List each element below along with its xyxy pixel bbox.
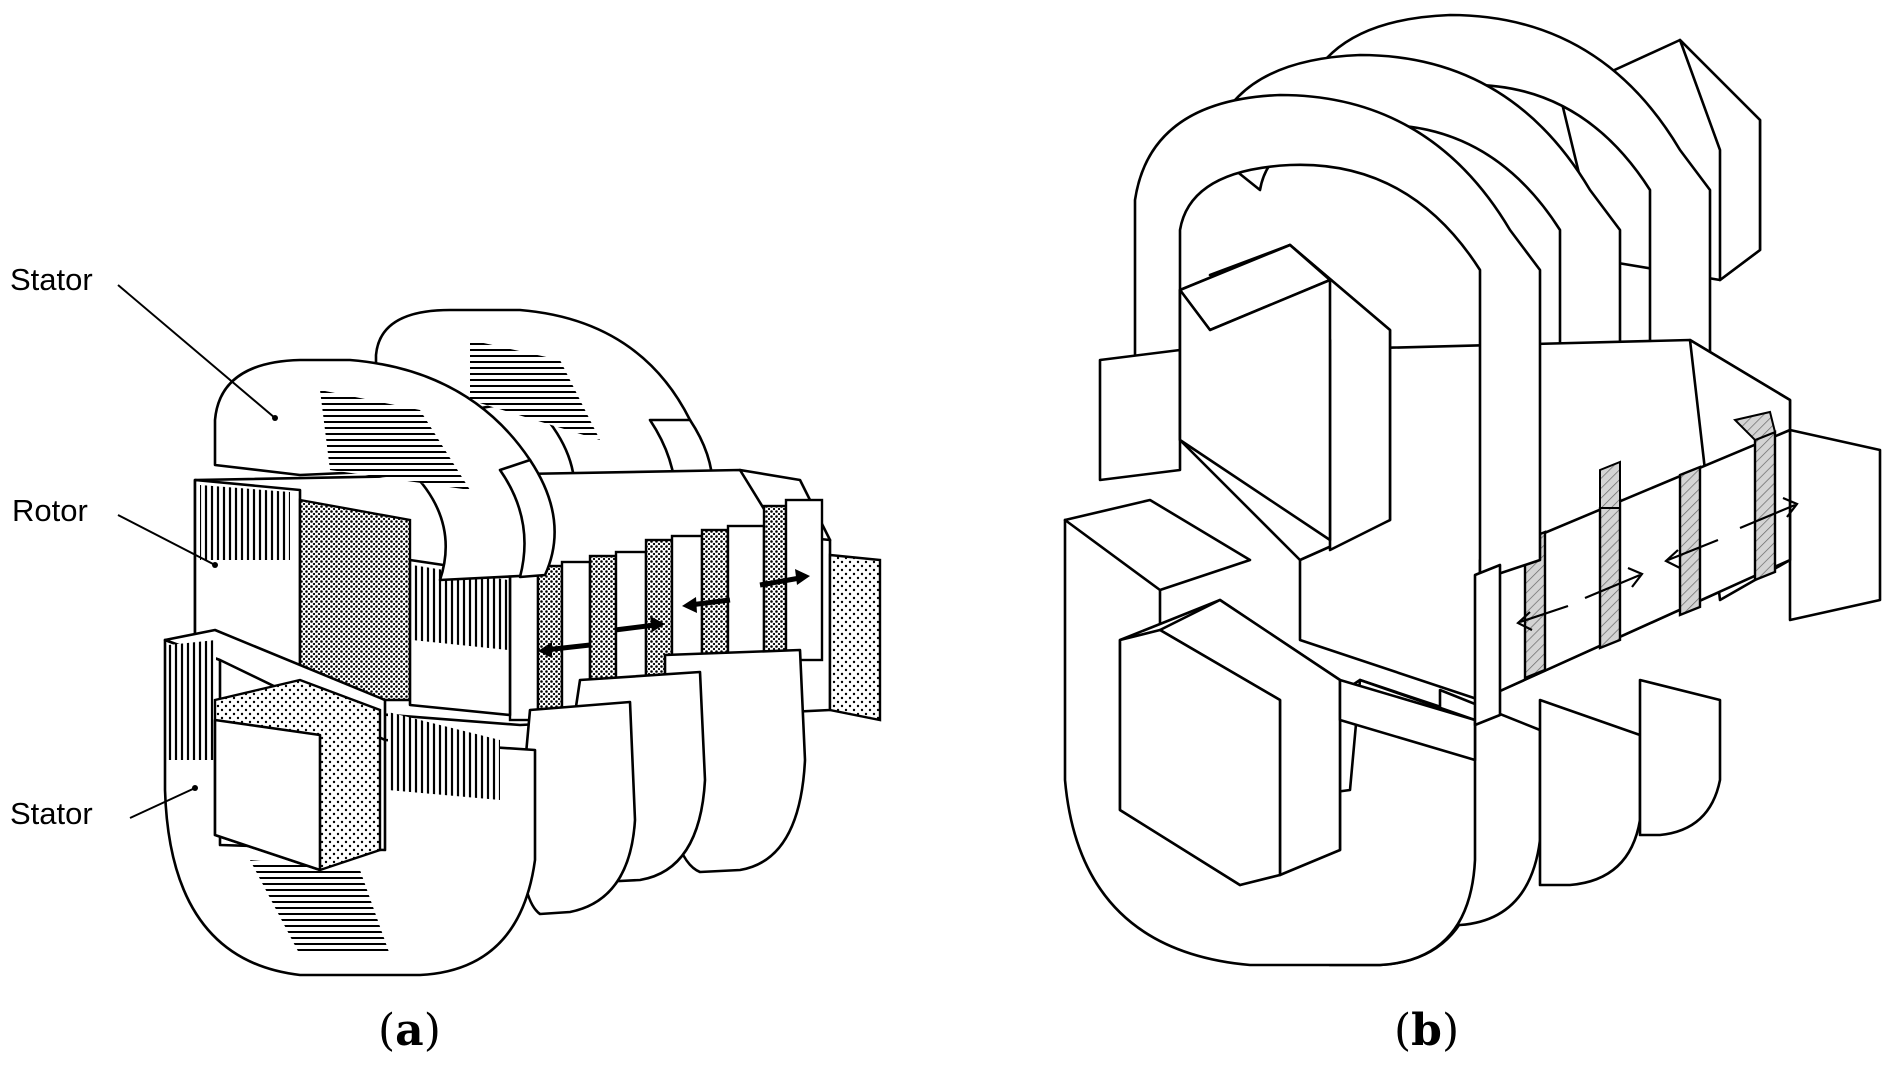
flux-arrows: [538, 569, 810, 658]
panel-b-drawing: [1063, 13, 1882, 967]
caption-a: (a): [378, 1005, 441, 1056]
stator-bottom: [163, 628, 807, 977]
rotor-bar-b: [1298, 338, 1882, 702]
rotor-front-face-b: [1473, 563, 1502, 727]
leader-stator-bottom: [129, 787, 196, 819]
stator-rear-b: [1208, 13, 1762, 492]
label-stator-top: Stator: [10, 262, 93, 297]
leader-rotor: [117, 514, 216, 566]
panel-a-transverse-flux-machine: Stator Rotor Stator: [0, 0, 900, 1074]
flux-arrows-b: [1516, 496, 1799, 631]
label-stator-bottom: Stator: [10, 796, 93, 831]
panel-b-transverse-flux-machine: [1040, 0, 1899, 1074]
panel-a-drawing: [117, 284, 882, 977]
stator-bottom-front-b: [1063, 498, 1722, 967]
label-rotor: Rotor: [12, 493, 88, 528]
stator-top-front-b: [1098, 93, 1542, 582]
caption-b: (b): [1394, 1005, 1460, 1056]
leader-stator-top: [117, 284, 276, 419]
stator-top-front: [213, 358, 556, 582]
